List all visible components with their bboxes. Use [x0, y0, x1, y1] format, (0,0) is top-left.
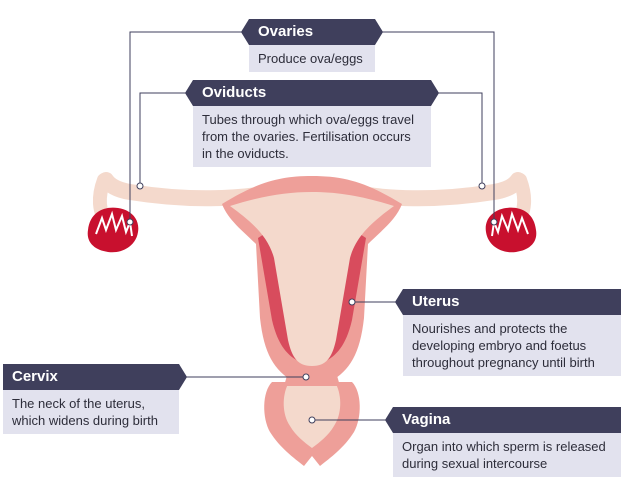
cervix-shape — [284, 358, 340, 386]
left-ovary — [87, 207, 139, 253]
oviducts-label: Oviducts Tubes through which ova/eggs tr… — [193, 80, 431, 167]
label-pointers — [179, 19, 439, 433]
vagina-title: Vagina — [393, 407, 621, 433]
oviducts-description: Tubes through which ova/eggs travel from… — [193, 106, 431, 167]
ovaries-description: Produce ova/eggs — [249, 45, 375, 72]
vagina-description: Organ into which sperm is released durin… — [393, 433, 621, 477]
cervix-description: The neck of the uterus, which widens dur… — [3, 390, 179, 434]
ovaries-label: Ovaries Produce ova/eggs — [249, 19, 375, 72]
oviducts-title: Oviducts — [193, 80, 431, 106]
leader-lines — [129, 31, 495, 421]
uterus-label: Uterus Nourishes and protects the develo… — [403, 289, 621, 376]
ovaries-title: Ovaries — [249, 19, 375, 45]
anchor-dots — [126, 182, 498, 424]
uterus-title: Uterus — [403, 289, 621, 315]
uterus-description: Nourishes and protects the developing em… — [403, 315, 621, 376]
uterine-cavity — [230, 192, 394, 366]
vagina-interior — [283, 384, 341, 448]
cervix-label: Cervix The neck of the uterus, which wid… — [3, 364, 179, 434]
cervix-title: Cervix — [3, 364, 179, 390]
right-ovary — [485, 207, 537, 253]
vagina-label: Vagina Organ into which sperm is release… — [393, 407, 621, 477]
